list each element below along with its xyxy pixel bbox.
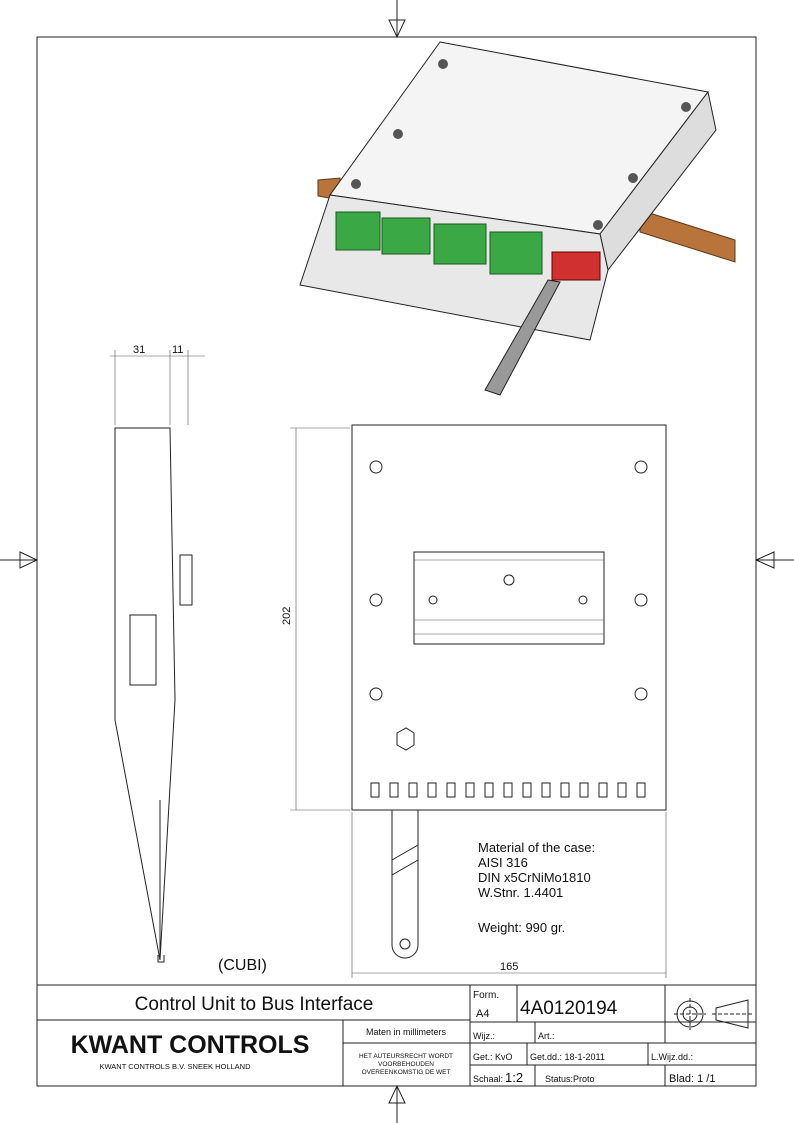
copyright-line: HET AUTEURSRECHT WORDT — [359, 1053, 453, 1060]
isometric-view — [299, 41, 736, 396]
units-note: Maten in millimeters — [366, 1027, 447, 1037]
copyright-line: OVEREENKOMSTIG DE WET — [362, 1069, 451, 1076]
svg-text:DIN x5CrNiMo1810: DIN x5CrNiMo1810 — [478, 870, 591, 885]
title-block: Control Unit to Bus Interface KWANT CONT… — [37, 984, 756, 1086]
scale-value: 1:2 — [505, 1070, 523, 1085]
red-connector — [551, 251, 601, 281]
scale-label: Schaal: — [473, 1074, 503, 1084]
dimension-height: 202 — [281, 607, 293, 625]
strap-front — [391, 810, 419, 959]
drawn-by-field: Get.: KvO — [473, 1052, 513, 1062]
material-notes: Material of the case: AISI 316 DIN x5CrN… — [478, 840, 595, 935]
view-label: (CUBI) — [218, 957, 267, 974]
front-view: 202 165 Material of the case: AISI 316 — [281, 424, 667, 978]
copyright-line: VOORBEHOUDEN — [378, 1061, 434, 1068]
din-rail — [413, 551, 605, 645]
company-subtitle: KWANT CONTROLS B.V. SNEEK HOLLAND — [99, 1062, 251, 1071]
drawing-title: Control Unit to Bus Interface — [135, 994, 374, 1015]
mounting-screws — [369, 460, 648, 701]
ground-nut — [396, 727, 415, 751]
wijz-field: Wijz.: — [473, 1031, 495, 1041]
last-revision-date-field: L.Wijz.dd.: — [651, 1052, 693, 1062]
vent-slots — [370, 782, 646, 798]
dimension-width: 165 — [500, 961, 518, 973]
case-screws — [351, 59, 691, 230]
drawn-date-field: Get.dd.: 18-1-2011 — [530, 1052, 605, 1062]
side-connector — [129, 614, 157, 686]
dimension-side-offset: 11 — [172, 344, 183, 356]
sheet-field: Blad: 1 /1 — [669, 1073, 715, 1085]
svg-text:AISI 316: AISI 316 — [478, 855, 528, 870]
terminal-blocks — [335, 211, 543, 275]
drawing-number: 4A0120194 — [520, 998, 618, 1019]
dimension-side-depth: 31 — [133, 344, 145, 356]
side-view: 31 11 (CUBI) — [110, 344, 267, 974]
form-value: A4 — [476, 1008, 489, 1020]
art-field: Art.: — [538, 1031, 555, 1041]
status-field: Status:Proto — [545, 1074, 595, 1084]
svg-text:Weight: 990 gr.: Weight: 990 gr. — [478, 920, 565, 935]
company-logo-text: KWANT CONTROLS — [71, 1031, 310, 1059]
svg-text:Material of the case:: Material of the case: — [478, 840, 595, 855]
svg-text:W.Stnr. 1.4401: W.Stnr. 1.4401 — [478, 885, 563, 900]
form-label: Form. — [473, 990, 499, 1001]
din-rail-right — [639, 209, 736, 263]
projection-symbol — [674, 998, 752, 1030]
ground-strap — [484, 279, 561, 396]
